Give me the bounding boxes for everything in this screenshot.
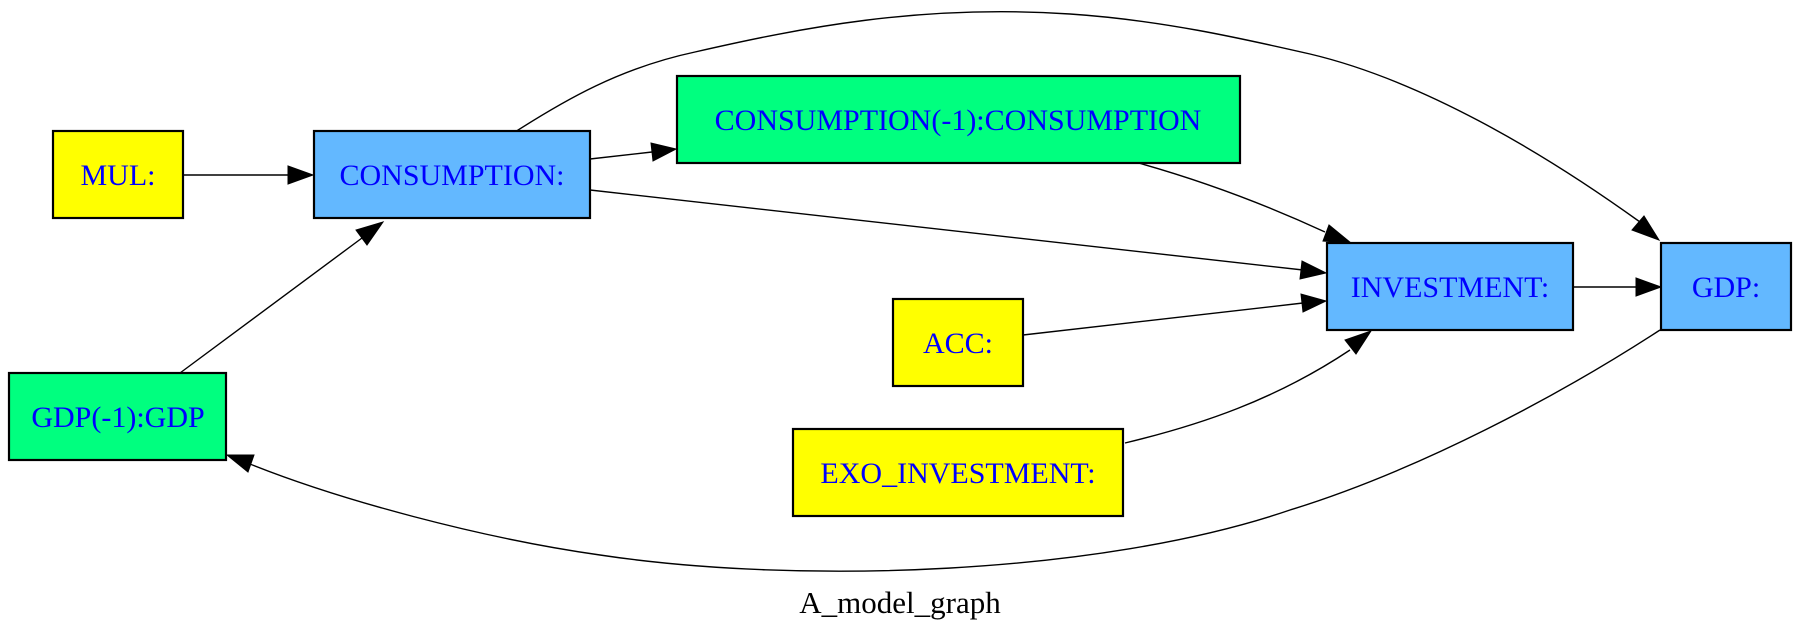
node-acc: ACC: [891,297,1025,388]
edge-gdp-lag-to-consumption-arrowhead [355,221,385,246]
edge-consumption-lag-to-investment-arrowhead [1322,224,1353,244]
edge-consumption-to-consumption-lag [589,151,653,160]
node-gdp: GDP: [1659,241,1793,332]
edges [179,10,1663,572]
node-mul: MUL: [51,129,185,220]
node-consumption-lag: CONSUMPTION(-1):CONSUMPTION [675,74,1242,165]
node-exo-investment-label: EXO_INVESTMENT: [820,457,1095,490]
edge-exo-investment-to-investment-arrowhead [1344,330,1373,355]
node-gdp-lag-label: GDP(-1):GDP [31,401,204,434]
node-gdp-box [1659,241,1793,332]
edge-investment-to-gdp-arrowhead [1635,277,1663,297]
node-acc-box [891,297,1025,388]
node-gdp-lag-box [7,371,228,462]
node-consumption-box [312,129,592,220]
edge-consumption-to-gdp [514,10,1641,223]
edge-gdp-to-gdp-lag [249,329,1661,572]
edge-acc-to-investment-arrowhead [1300,293,1328,313]
node-investment-label: INVESTMENT: [1351,271,1550,304]
edge-exo-investment-to-investment [1124,349,1351,444]
node-gdp-label: GDP: [1692,271,1760,304]
edge-consumption-to-gdp-arrowhead [1631,215,1661,241]
edge-gdp-lag-to-consumption [179,237,363,374]
node-acc-label: ACC: [923,327,993,360]
node-exo-investment: EXO_INVESTMENT: [791,427,1125,518]
node-consumption-label: CONSUMPTION: [339,159,564,192]
edge-gdp-to-gdp-lag-arrowhead [225,454,255,473]
edge-acc-to-investment [1022,302,1304,336]
edge-consumption-to-consumption-lag-arrowhead [650,142,678,162]
node-investment: INVESTMENT: [1325,241,1575,332]
node-mul-box [51,129,185,220]
edge-consumption-to-investment-arrowhead [1299,260,1328,280]
edge-mul-to-consumption-arrowhead [287,165,315,185]
node-mul-label: MUL: [81,159,156,192]
edge-consumption-to-investment [589,189,1304,271]
node-investment-box [1325,241,1575,332]
edge-consumption-lag-to-investment [1134,161,1326,233]
node-consumption: CONSUMPTION: [312,129,592,220]
node-consumption-lag-label: CONSUMPTION(-1):CONSUMPTION [715,104,1202,137]
node-exo-investment-box [791,427,1125,518]
node-gdp-lag: GDP(-1):GDP [7,371,228,462]
node-consumption-lag-box [675,74,1242,165]
graph-title: A_model_graph [799,585,1001,620]
